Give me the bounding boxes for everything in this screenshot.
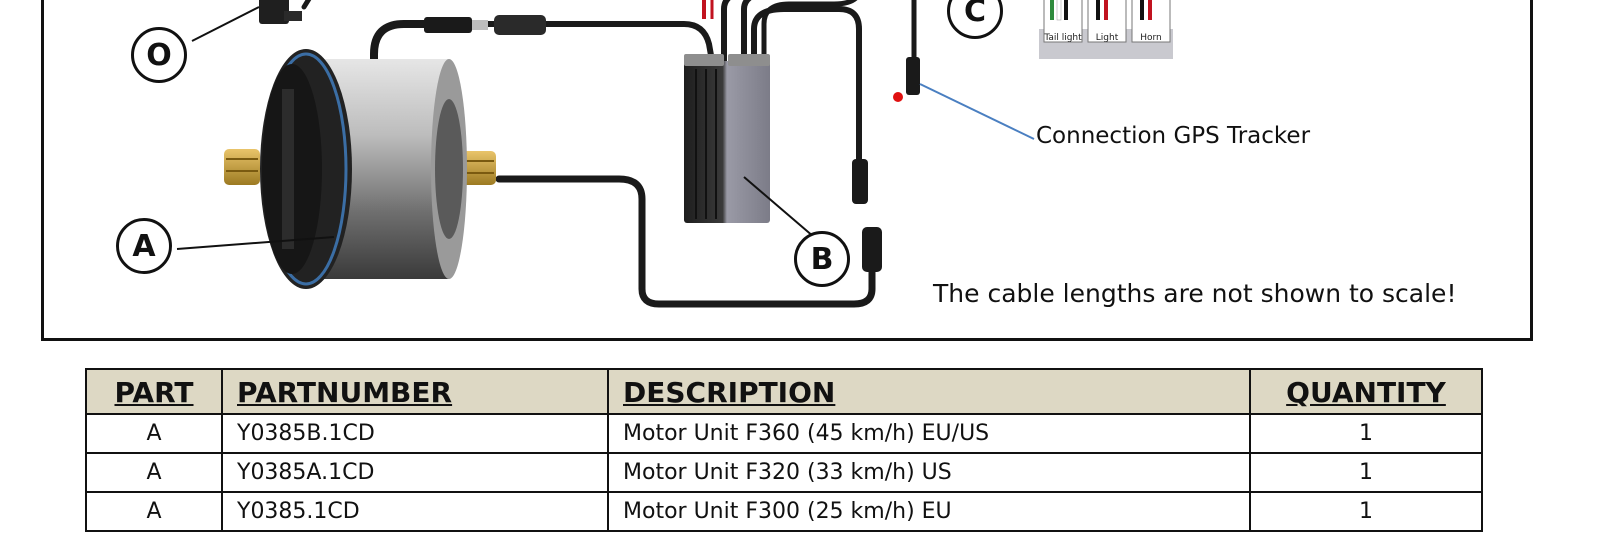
table-row: A Y0385B.1CD Motor Unit F360 (45 km/h) E… bbox=[85, 413, 1483, 454]
connector-label-tail-light: Tail light bbox=[1044, 33, 1082, 43]
top-connector-icon bbox=[259, 0, 289, 24]
motor-plug-icon bbox=[852, 159, 882, 272]
controller-unit-icon bbox=[684, 54, 770, 223]
callout-b: B bbox=[794, 231, 850, 287]
cell-quantity: 1 bbox=[1249, 452, 1483, 493]
callout-o: O bbox=[131, 27, 187, 83]
wiring-diagram: O A B C Tail light Light Horn Connection… bbox=[41, 0, 1533, 341]
gps-connector-icon bbox=[906, 57, 920, 95]
gps-marker-dot bbox=[893, 92, 903, 102]
cell-partnumber: Y0385A.1CD bbox=[221, 452, 609, 493]
table-row: A Y0385A.1CD Motor Unit F320 (33 km/h) U… bbox=[85, 452, 1483, 493]
cell-partnumber: Y0385.1CD bbox=[221, 491, 609, 532]
light-connector-block bbox=[1039, 0, 1173, 59]
header-description: DESCRIPTION bbox=[607, 368, 1251, 415]
wiring-illustration bbox=[176, 0, 1173, 308]
cell-description: Motor Unit F300 (25 km/h) EU bbox=[607, 491, 1251, 532]
cell-quantity: 1 bbox=[1249, 413, 1483, 454]
gps-tracker-label: Connection GPS Tracker bbox=[1036, 123, 1311, 149]
scale-note: The cable lengths are not shown to scale… bbox=[933, 279, 1457, 308]
callout-a: A bbox=[116, 218, 172, 274]
motor-unit-icon bbox=[224, 49, 496, 289]
cell-part: A bbox=[85, 491, 223, 532]
cell-description: Motor Unit F360 (45 km/h) EU/US bbox=[607, 413, 1251, 454]
connector-label-horn: Horn bbox=[1140, 33, 1162, 43]
table-header-row: PART PARTNUMBER DESCRIPTION QUANTITY bbox=[85, 368, 1483, 415]
header-quantity: QUANTITY bbox=[1249, 368, 1483, 415]
cell-partnumber: Y0385B.1CD bbox=[221, 413, 609, 454]
header-partnumber: PARTNUMBER bbox=[221, 368, 609, 415]
inline-plug-icon bbox=[424, 15, 546, 35]
cell-part: A bbox=[85, 413, 223, 454]
table-row: A Y0385.1CD Motor Unit F300 (25 km/h) EU… bbox=[85, 491, 1483, 532]
parts-table: PART PARTNUMBER DESCRIPTION QUANTITY A Y… bbox=[85, 368, 1483, 532]
cable-bundle bbox=[266, 0, 917, 308]
connector-label-light: Light bbox=[1095, 33, 1119, 43]
cell-description: Motor Unit F320 (33 km/h) US bbox=[607, 452, 1251, 493]
cell-part: A bbox=[85, 452, 223, 493]
cell-quantity: 1 bbox=[1249, 491, 1483, 532]
callout-c: C bbox=[947, 0, 1003, 39]
header-part: PART bbox=[85, 368, 223, 415]
